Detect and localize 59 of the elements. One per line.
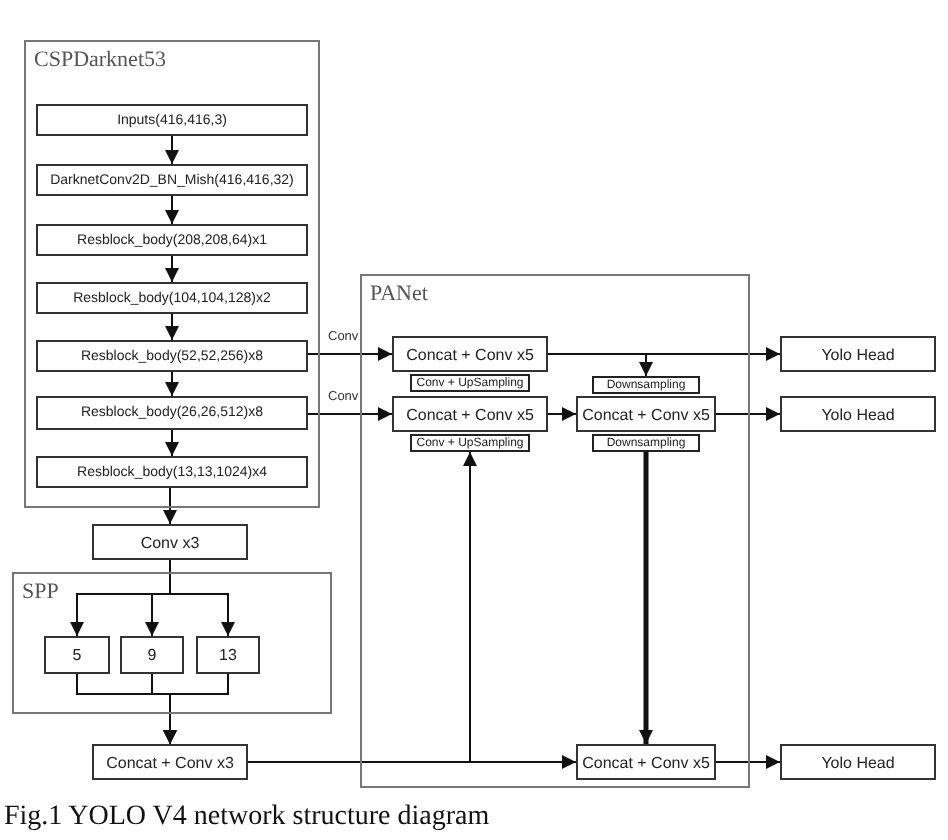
box-label: Yolo Head	[821, 753, 895, 771]
group-title: SPP	[22, 580, 59, 604]
arrow	[547, 353, 653, 377]
arrow	[639, 452, 653, 744]
caption: Fig.1 YOLO V4 network structure diagram	[4, 802, 490, 834]
box-label: Concat + Conv x3	[106, 753, 234, 771]
arrow	[547, 407, 577, 421]
arrow	[163, 673, 229, 745]
process-box	[36, 396, 308, 430]
process-box	[36, 164, 308, 196]
group-frame	[24, 40, 320, 508]
process-box	[780, 396, 936, 432]
box-label: Conv x3	[140, 533, 200, 551]
process-box	[576, 396, 716, 432]
arrow	[165, 429, 179, 457]
process-box	[780, 744, 936, 780]
operation-tag	[410, 374, 530, 392]
group-frame	[12, 572, 332, 714]
process-box	[92, 524, 248, 560]
group-frame	[360, 274, 750, 788]
process-box	[392, 336, 548, 372]
process-box	[780, 336, 936, 372]
process-box	[120, 636, 184, 674]
box-label: 13	[219, 646, 237, 664]
arrow	[307, 407, 393, 421]
box-label: 9	[147, 646, 157, 664]
group-title: PANet	[370, 282, 428, 306]
process-box	[392, 396, 548, 432]
box-label: Concat + Conv x5	[406, 405, 534, 423]
box-label: Yolo Head	[821, 345, 895, 363]
process-box	[92, 744, 248, 780]
arrow	[307, 347, 393, 361]
arrow	[247, 755, 577, 769]
box-label: Concat + Conv x5	[582, 753, 710, 771]
box-label: Concat + Conv x5	[406, 345, 534, 363]
box-label: 5	[72, 646, 82, 664]
operation-tag	[410, 434, 530, 452]
arrow	[165, 255, 179, 283]
box-label: Concat + Conv x5	[582, 405, 710, 423]
process-box	[36, 340, 308, 372]
process-box	[196, 636, 260, 674]
process-box	[44, 636, 110, 674]
process-box	[36, 104, 308, 136]
arrow	[165, 313, 179, 341]
arrow	[165, 135, 179, 165]
operation-tag	[592, 434, 700, 452]
arrow	[165, 195, 179, 225]
group-title: CSPDarknet53	[34, 48, 166, 72]
arrow	[165, 371, 179, 397]
arrow	[163, 487, 177, 525]
arrow	[715, 407, 781, 421]
process-box	[36, 224, 308, 256]
arrow	[169, 559, 235, 637]
arrow	[715, 755, 781, 769]
box-label: Yolo Head	[821, 405, 895, 423]
operation-tag	[592, 376, 700, 394]
process-box	[576, 744, 716, 780]
process-box	[36, 282, 308, 314]
process-box	[36, 456, 308, 488]
